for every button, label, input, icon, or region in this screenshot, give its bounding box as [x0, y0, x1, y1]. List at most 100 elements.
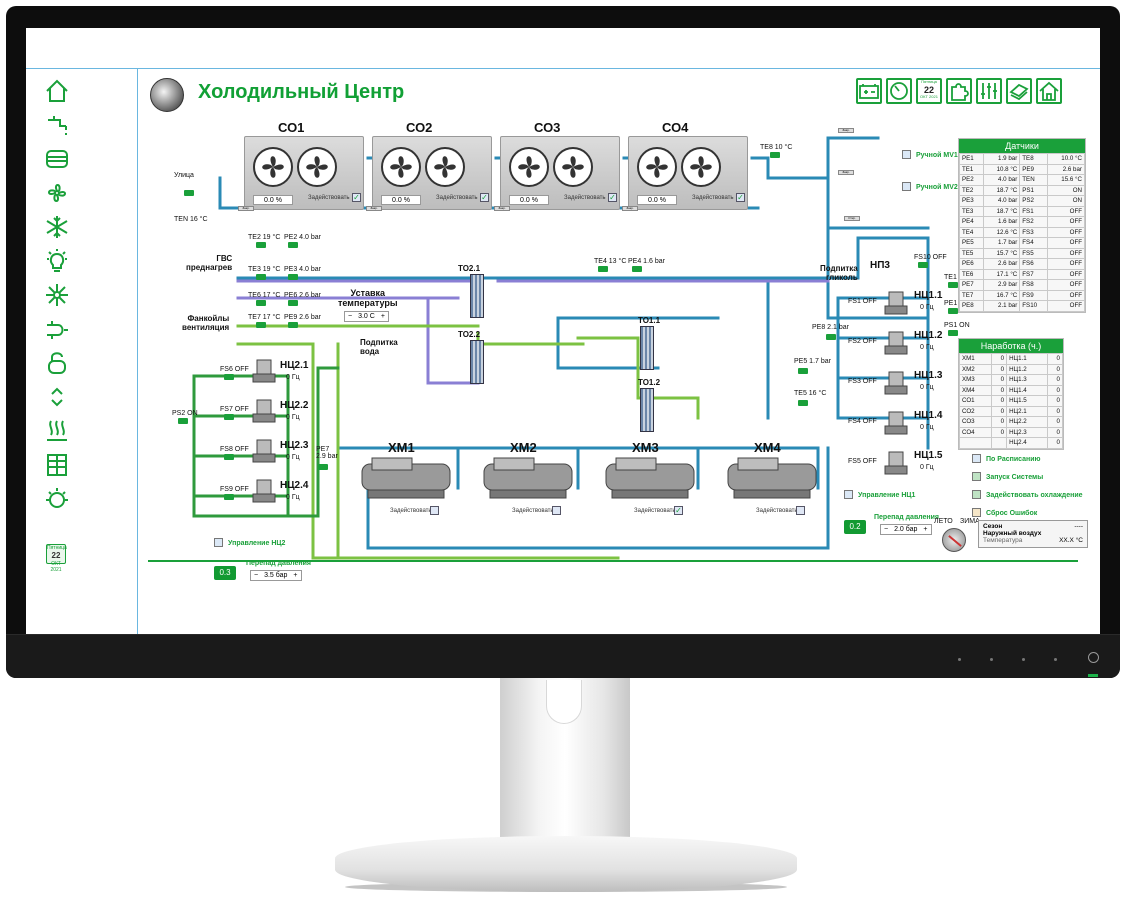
manual-mv1-checkbox[interactable]: [902, 150, 911, 159]
setpoint-plus[interactable]: +: [380, 313, 385, 320]
chiller-icon[interactable]: [358, 456, 454, 502]
enable-cooling-label[interactable]: Задействовать охлаждение: [986, 492, 1083, 499]
fan-icon: [637, 147, 677, 187]
lock-open-icon[interactable]: [44, 350, 70, 376]
enable-cooling-checkbox[interactable]: [972, 490, 981, 499]
setpoint-minus[interactable]: −: [348, 313, 353, 320]
schedule-checkbox[interactable]: [972, 454, 981, 463]
radiator-icon[interactable]: [44, 146, 70, 172]
reset-errors-label[interactable]: Сброс Ошибок: [986, 510, 1038, 517]
outdoor-label: Наружный воздух: [983, 530, 1042, 537]
ctrl-nc1-checkbox[interactable]: [844, 490, 853, 499]
chevron-updown-icon[interactable]: [44, 384, 70, 410]
pump-fs-label: FS7 OFF: [220, 406, 249, 413]
valve-button[interactable]: Закр.: [366, 206, 382, 211]
ctrl-nc2-checkbox[interactable]: [214, 538, 223, 547]
table-cell: 0: [990, 426, 1008, 438]
dp2-plus[interactable]: +: [293, 572, 298, 579]
battery-icon[interactable]: [856, 78, 882, 104]
pump-icon[interactable]: [250, 398, 280, 424]
valve-open-button[interactable]: Откр.: [844, 216, 860, 221]
valve-mv1-button[interactable]: Закр.: [838, 128, 854, 133]
table-cell: OFF: [1047, 289, 1085, 301]
table-cell: ХМ2: [959, 363, 992, 375]
pump-freq: 0 Гц: [286, 454, 300, 461]
pump-freq: 0 Гц: [286, 414, 300, 421]
sun-cog-icon[interactable]: [44, 486, 70, 512]
season-knob[interactable]: [942, 528, 966, 552]
schedule-label[interactable]: По Расписанию: [986, 456, 1041, 463]
dp1-minus[interactable]: −: [884, 526, 889, 533]
table-cell: FS10: [1019, 300, 1049, 312]
reset-errors-checkbox[interactable]: [972, 508, 981, 517]
pump-freq: 0 Гц: [920, 304, 934, 311]
table-cell: 0: [990, 395, 1008, 407]
heat-icon[interactable]: [44, 418, 70, 444]
enable-checkbox[interactable]: [796, 506, 805, 515]
enable-label: Задействовать: [436, 195, 478, 201]
pump-icon[interactable]: [250, 478, 280, 504]
dp2-minus[interactable]: −: [254, 572, 259, 579]
start-system-label[interactable]: Запуск Системы: [986, 474, 1044, 481]
manual-mv2-checkbox[interactable]: [902, 182, 911, 191]
table-cell: PS1: [1019, 184, 1049, 196]
chiller-icon[interactable]: [602, 456, 698, 502]
building-icon[interactable]: [1036, 78, 1062, 104]
cabinet-icon[interactable]: [44, 452, 70, 478]
valve-button[interactable]: Закр.: [494, 206, 510, 211]
monitor-button[interactable]: [1054, 658, 1057, 661]
enable-checkbox[interactable]: ✓: [736, 193, 745, 202]
water-feed-label: Подпитка вода: [360, 338, 398, 356]
table-cell: 1.9 bar: [982, 153, 1021, 165]
layers-icon[interactable]: [1006, 78, 1032, 104]
pe4-label: PE4 1.6 bar: [628, 258, 665, 265]
faucet-icon[interactable]: [44, 112, 70, 138]
pe6-label: PE6 2.6 bar: [284, 292, 321, 299]
start-system-checkbox[interactable]: [972, 472, 981, 481]
pump-fs-label: FS8 OFF: [220, 446, 249, 453]
enable-checkbox[interactable]: ✓: [352, 193, 361, 202]
monitor-button[interactable]: [1022, 658, 1025, 661]
enable-label: Задействовать: [692, 195, 734, 201]
enable-checkbox[interactable]: ✓: [480, 193, 489, 202]
flower-fan-icon[interactable]: [44, 282, 70, 308]
chiller-icon[interactable]: [724, 456, 820, 502]
enable-label: Задействовать: [308, 195, 350, 201]
power-led: [1088, 674, 1098, 677]
enable-checkbox[interactable]: ✓: [674, 506, 683, 515]
enable-checkbox[interactable]: [430, 506, 439, 515]
pump-icon[interactable]: [250, 358, 280, 384]
setpoint-title: Уставка температуры: [338, 288, 398, 308]
cooler-output: 0.0 %: [253, 195, 293, 205]
fan-icon[interactable]: [44, 180, 70, 206]
puzzle-icon[interactable]: [946, 78, 972, 104]
pump-icon[interactable]: [250, 438, 280, 464]
calendar-button[interactable]: Пятница 22 ОКТ 2021: [916, 78, 942, 104]
chiller-icon[interactable]: [480, 456, 576, 502]
monitor-button[interactable]: [990, 658, 993, 661]
valve-button[interactable]: Закр.: [238, 206, 254, 211]
monitor-button[interactable]: [958, 658, 961, 661]
pump-icon[interactable]: [882, 290, 912, 316]
temperature-label: Температура: [983, 537, 1023, 544]
power-icon[interactable]: [1088, 652, 1099, 663]
valve-button[interactable]: Закр.: [622, 206, 638, 211]
pump-icon[interactable]: [882, 330, 912, 356]
enable-checkbox[interactable]: ✓: [608, 193, 617, 202]
sliders-icon[interactable]: [976, 78, 1002, 104]
snowflake-icon[interactable]: [44, 214, 70, 240]
home-icon[interactable]: [44, 78, 70, 104]
sidebar: Пятница 22 ОКТ 2021: [26, 68, 138, 634]
dp1-plus[interactable]: +: [923, 526, 928, 533]
pump-icon[interactable]: [882, 450, 912, 476]
gauge-icon[interactable]: [886, 78, 912, 104]
pump-icon[interactable]: [882, 410, 912, 436]
calendar-icon[interactable]: Пятница 22 ОКТ 2021: [46, 544, 67, 573]
enable-checkbox[interactable]: [552, 506, 561, 515]
lightbulb-icon[interactable]: [44, 248, 70, 274]
pump-icon[interactable]: [882, 370, 912, 396]
valve-mv2-button[interactable]: Закр.: [838, 170, 854, 175]
boiler-icon[interactable]: [44, 316, 70, 342]
